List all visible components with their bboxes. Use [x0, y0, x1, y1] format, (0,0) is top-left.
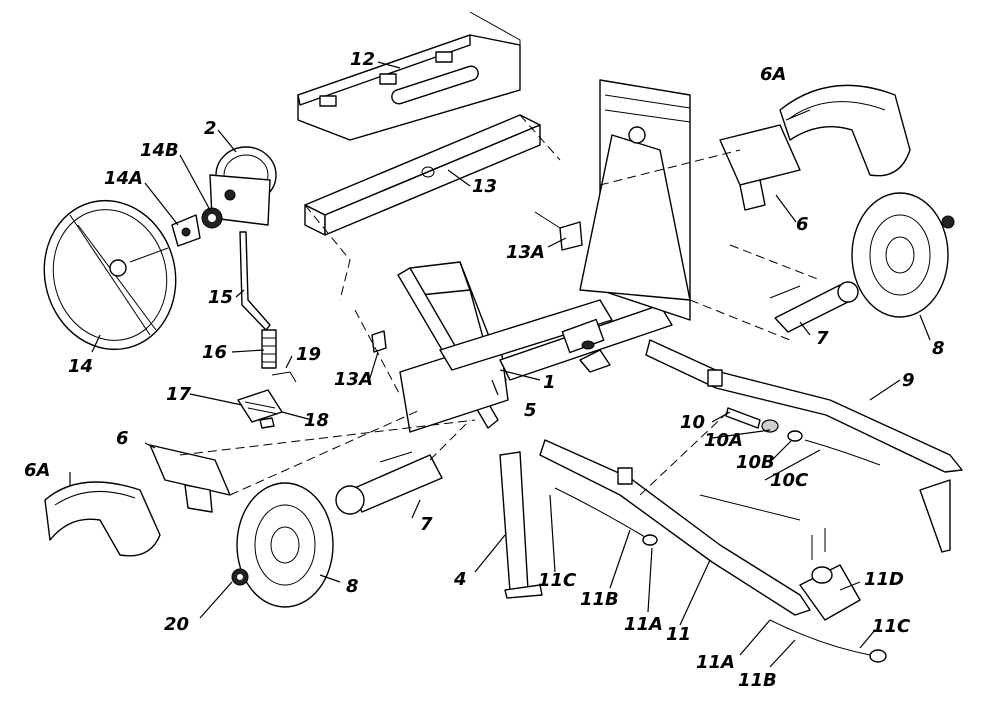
part-9-drawbar	[645, 339, 963, 553]
callout-11d: 11D	[864, 569, 904, 590]
part-18-19-pin	[259, 371, 297, 429]
callout-5: 5	[524, 400, 537, 421]
callout-17: 17	[166, 384, 192, 405]
part-11-cables	[554, 487, 887, 663]
callout-2: 2	[204, 118, 217, 139]
callout-10b: 10B	[736, 452, 775, 473]
callout-13a-top: 13A	[506, 242, 545, 263]
callout-6a-top: 6A	[760, 64, 786, 85]
part-6a-fender-left	[44, 481, 161, 557]
part-11d-coupler	[799, 528, 861, 621]
callout-13a-bottom: 13A	[334, 369, 373, 390]
part-7-axle-left	[335, 451, 443, 515]
part-14-steering-wheel	[43, 199, 177, 351]
part-12-top-panel	[297, 11, 521, 141]
assembly-lines	[179, 114, 821, 496]
callout-18: 18	[304, 410, 329, 431]
callout-11b-left: 11B	[580, 589, 619, 610]
part-4-jack-stand	[499, 451, 543, 599]
callout-11b-right: 11B	[738, 670, 777, 691]
callout-8-left: 8	[346, 576, 359, 597]
part-1-main-frame	[397, 261, 673, 433]
part-13a-bracket-top	[534, 211, 583, 251]
part-8-wheel-left	[236, 482, 334, 608]
part-16-spring	[261, 329, 277, 369]
callout-1: 1	[543, 372, 556, 393]
part-13a-bracket-bottom	[371, 330, 387, 353]
callout-19: 19	[296, 344, 321, 365]
callout-6-left: 6	[116, 428, 129, 449]
callout-20: 20	[164, 614, 189, 635]
callout-7-left: 7	[420, 514, 433, 535]
callout-9: 9	[902, 370, 915, 391]
part-13-channel	[304, 114, 541, 236]
part-6-bracket-right	[719, 124, 801, 211]
callout-15: 15	[208, 287, 233, 308]
part-20-nut	[231, 568, 249, 586]
callout-13: 13	[472, 176, 497, 197]
callout-11c-left: 11C	[538, 570, 577, 591]
callout-11a-left: 11A	[624, 614, 663, 635]
callout-6-right: 6	[796, 214, 809, 235]
callout-7-right: 7	[816, 328, 829, 349]
callout-12: 12	[350, 49, 375, 70]
part-6a-fender-right	[779, 84, 911, 177]
part-10-spring-pin	[725, 407, 803, 442]
part-14a-bracket	[171, 214, 201, 247]
leader-lines	[69, 61, 931, 668]
part-15-rod	[239, 231, 271, 331]
callout-4: 4	[453, 569, 467, 590]
callout-10: 10	[680, 412, 705, 433]
callout-8-right: 8	[932, 338, 945, 359]
part-7-axle-right	[769, 281, 859, 333]
part-14b-gear	[201, 207, 223, 229]
callouts: 12 2 14B 14A 13 14 15 16 19 17 18 13A 13…	[24, 49, 945, 691]
callout-11: 11	[666, 624, 691, 645]
callout-14b: 14B	[140, 140, 179, 161]
callout-11c-right: 11C	[872, 616, 911, 637]
callout-6a-left: 6A	[24, 460, 50, 481]
callout-10a: 10A	[704, 430, 743, 451]
callout-16: 16	[202, 342, 227, 363]
callout-10c: 10C	[770, 470, 809, 491]
part-10-cable	[699, 439, 881, 521]
part-6-bracket-left	[149, 444, 231, 513]
callout-11a-right: 11A	[696, 652, 735, 673]
part-5-rear-tower	[579, 79, 691, 321]
callout-14a: 14A	[104, 168, 143, 189]
part-8-wheel-right	[851, 192, 955, 318]
callout-14: 14	[68, 356, 93, 377]
part-11-front-drawbar	[539, 439, 811, 616]
part-2-winch-drum	[209, 146, 277, 226]
part-17-pedal	[237, 389, 283, 423]
